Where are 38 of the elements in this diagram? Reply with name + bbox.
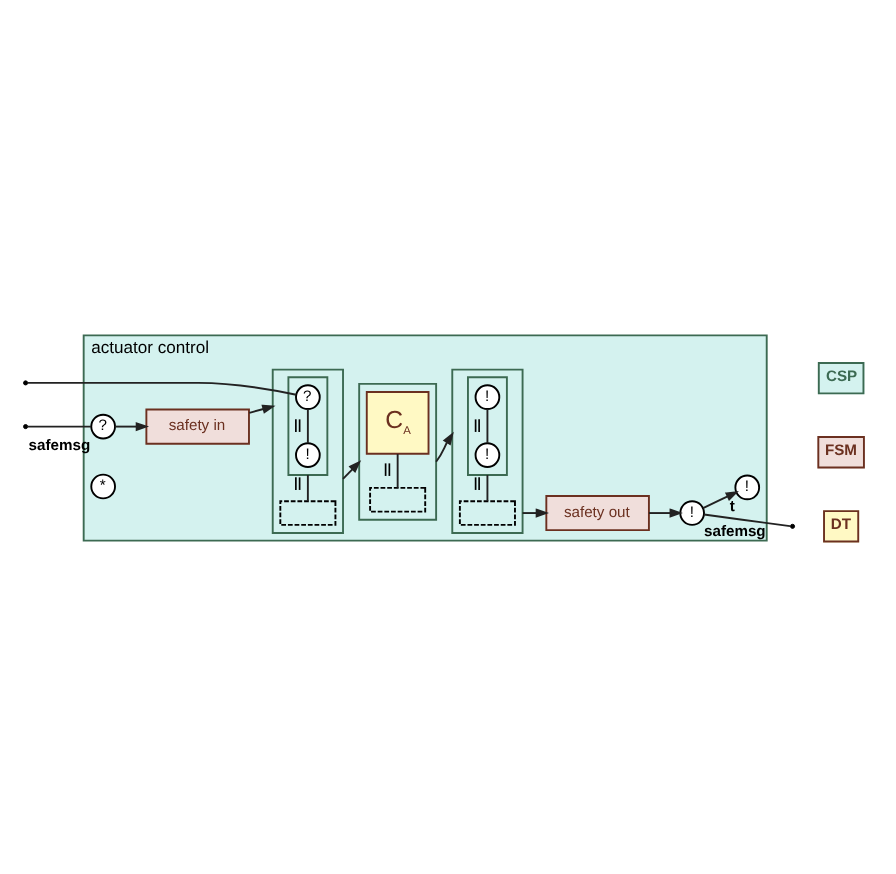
connector: [26, 424, 93, 427]
node-box: [458, 499, 516, 525]
arrow: [342, 459, 362, 479]
node-circle: !: [295, 441, 321, 467]
arrow: [114, 420, 150, 431]
node-circle: ?: [295, 383, 321, 409]
connector: [306, 473, 309, 501]
node-box: safety out: [545, 494, 650, 531]
cluster: [287, 375, 329, 475]
legend-label: FSM: [824, 439, 858, 458]
arrow: [521, 507, 549, 517]
connector: [486, 473, 489, 501]
node-box: safety in: [145, 407, 250, 444]
node-box: [369, 485, 427, 512]
cluster: [467, 375, 508, 475]
node-circle: ?: [90, 412, 116, 439]
node-box: [279, 499, 337, 525]
node-circle: *: [90, 472, 116, 499]
legend-label: CSP: [825, 365, 858, 384]
connector: [396, 452, 399, 488]
node-label: safemsg: [704, 521, 766, 540]
cluster: [358, 381, 438, 520]
connector: [26, 380, 298, 395]
node-label: t: [729, 495, 735, 514]
cluster: [451, 367, 524, 533]
connector: [486, 407, 489, 444]
node-circle: !: [734, 473, 761, 500]
node-circle: !: [474, 441, 501, 467]
node-box: C$_{A}$: [365, 390, 430, 454]
node-circle: !: [679, 499, 705, 525]
connector: [703, 512, 791, 527]
legend-label: DT: [830, 514, 851, 533]
connector: [306, 407, 309, 444]
arrow: [648, 507, 683, 517]
arrow: [435, 430, 454, 462]
cluster: [271, 367, 344, 533]
arrow: [702, 489, 739, 509]
node-circle: !: [474, 383, 501, 409]
